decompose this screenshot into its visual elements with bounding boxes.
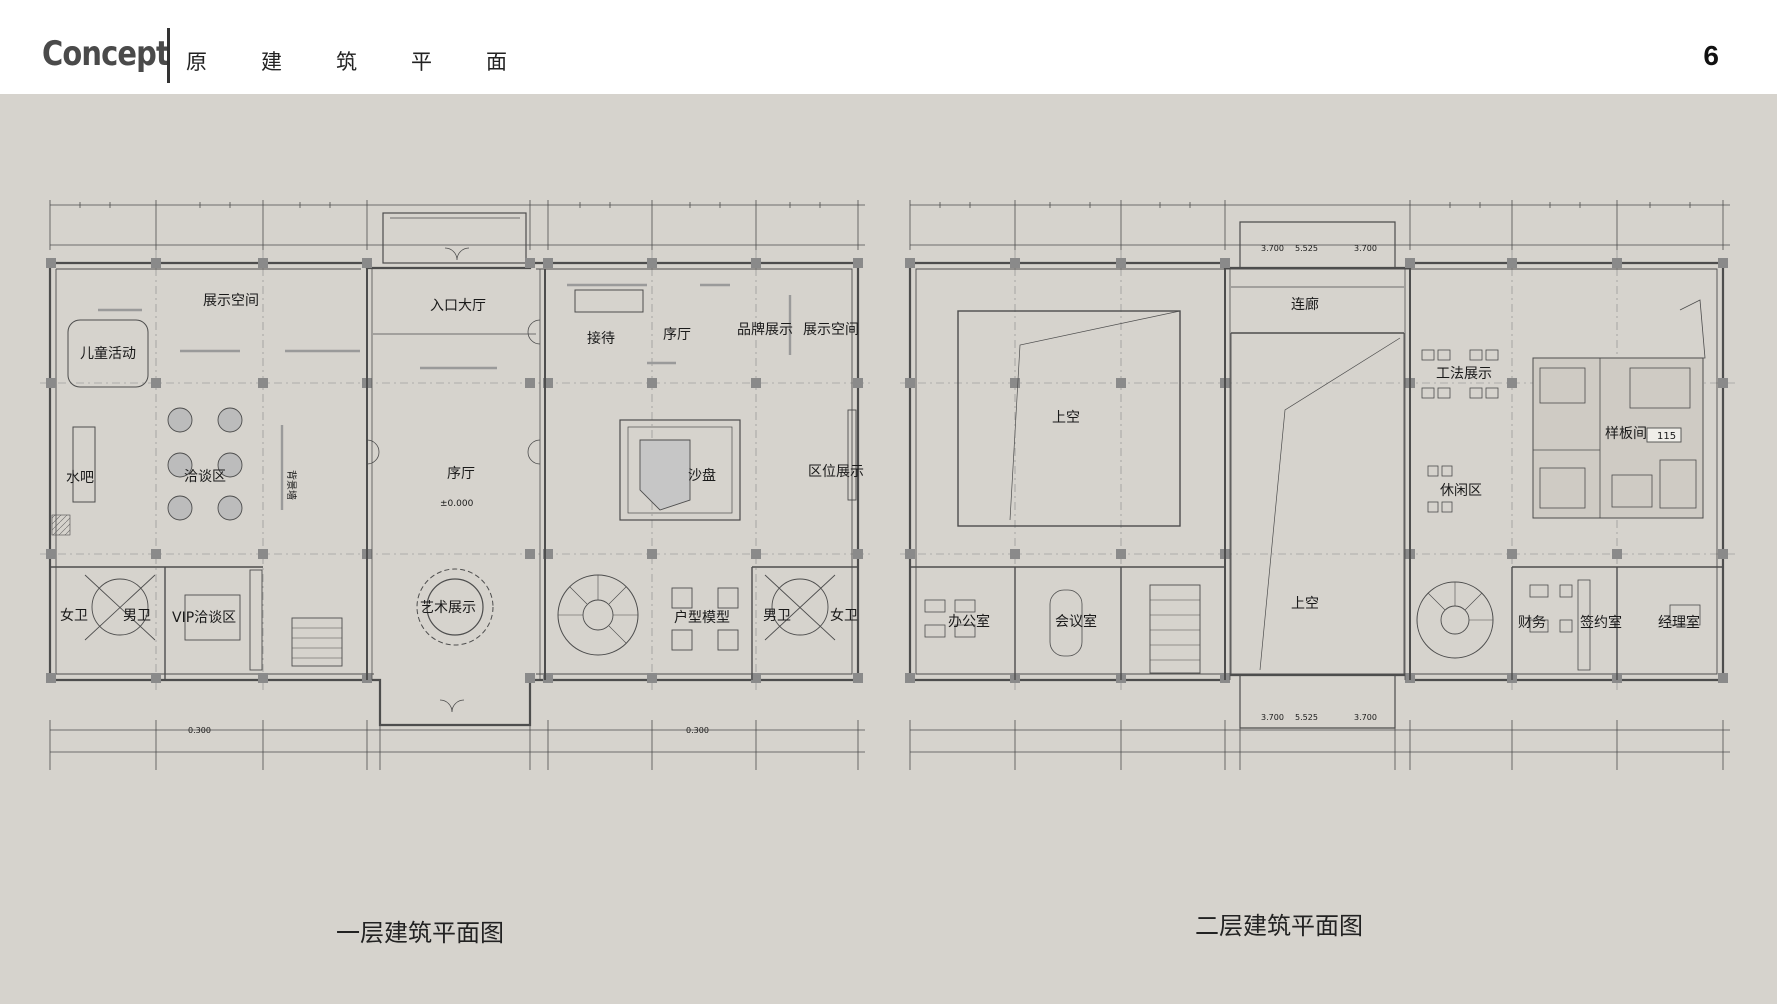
plan-1-caption: 一层建筑平面图	[336, 919, 504, 947]
dim-bottom-right: 0.300	[686, 726, 709, 735]
room-void-center: 上空	[1291, 596, 1319, 612]
room-entrance-hall: 入口大厅	[430, 298, 486, 314]
room-atrium-right: 序厅	[663, 327, 691, 343]
dim-bot-b: 5.525	[1295, 713, 1318, 722]
room-sand-table: 沙盘	[688, 467, 716, 484]
header-bar: Concept 原建筑平面 6	[0, 0, 1777, 94]
room-manager: 经理室	[1658, 614, 1700, 631]
room-unit-model: 户型模型	[674, 609, 730, 626]
room-negotiation: 洽谈区	[184, 469, 226, 485]
plan-2-upper-floor: 上空 连廊 上空 工法展示 休闲区 样板间 115 办公室 会议室 财务 签约室…	[900, 200, 1735, 770]
dim-top-b: 5.525	[1295, 244, 1318, 253]
floor-plans-area: 展示空间 儿童活动 水吧 洽谈区 背景墙 女卫 男卫 VIP洽谈区 入口大厅 序…	[0, 94, 1777, 1000]
brand-logo: Concept	[42, 34, 170, 74]
dim-bot-a: 3.700	[1261, 713, 1284, 722]
room-water-bar: 水吧	[66, 470, 94, 486]
room-art-display: 艺术展示	[420, 600, 476, 616]
room-vip-negotiation: VIP洽谈区	[172, 610, 236, 626]
room-children: 儿童活动	[80, 345, 136, 362]
room-meeting: 会议室	[1055, 613, 1097, 630]
dim-bottom-left: 0.300	[188, 726, 211, 735]
room-location-display: 区位展示	[808, 464, 864, 480]
room-finance: 财务	[1518, 615, 1546, 631]
room-display-space-left: 展示空间	[203, 293, 259, 309]
room-male-wc-left: 男卫	[123, 608, 151, 624]
room-atrium: 序厅	[447, 466, 475, 482]
page-number: 6	[1703, 40, 1719, 71]
plan-1-ground-floor: 展示空间 儿童活动 水吧 洽谈区 背景墙 女卫 男卫 VIP洽谈区 入口大厅 序…	[40, 200, 870, 770]
room-corridor: 连廊	[1291, 296, 1319, 313]
elevation-marker: ±0.000	[440, 499, 474, 509]
dim-top-a: 3.700	[1261, 244, 1284, 253]
plan-2-caption: 二层建筑平面图	[1195, 912, 1363, 940]
room-office: 办公室	[948, 613, 990, 630]
room-craft-display: 工法展示	[1436, 366, 1492, 382]
header-divider	[167, 28, 170, 83]
dim-top-c: 3.700	[1354, 244, 1377, 253]
room-void-left: 上空	[1052, 410, 1080, 426]
room-female-wc-left: 女卫	[60, 607, 88, 624]
room-model-room-tag: 115	[1657, 431, 1676, 442]
floor-plans-svg: 展示空间 儿童活动 水吧 洽谈区 背景墙 女卫 男卫 VIP洽谈区 入口大厅 序…	[40, 200, 1735, 770]
room-backdrop-wall: 背景墙	[285, 470, 298, 500]
room-model-room: 样板间	[1605, 426, 1647, 442]
room-display-space-right: 展示空间	[803, 322, 859, 338]
dim-bot-c: 3.700	[1354, 713, 1377, 722]
room-signing: 签约室	[1580, 614, 1622, 631]
room-male-wc-right: 男卫	[763, 608, 791, 624]
room-leisure: 休闲区	[1440, 483, 1482, 499]
room-female-wc-right: 女卫	[830, 607, 858, 624]
section-title: 原建筑平面	[186, 50, 561, 74]
room-reception: 接待	[587, 330, 615, 347]
room-brand-display: 品牌展示	[737, 321, 793, 338]
